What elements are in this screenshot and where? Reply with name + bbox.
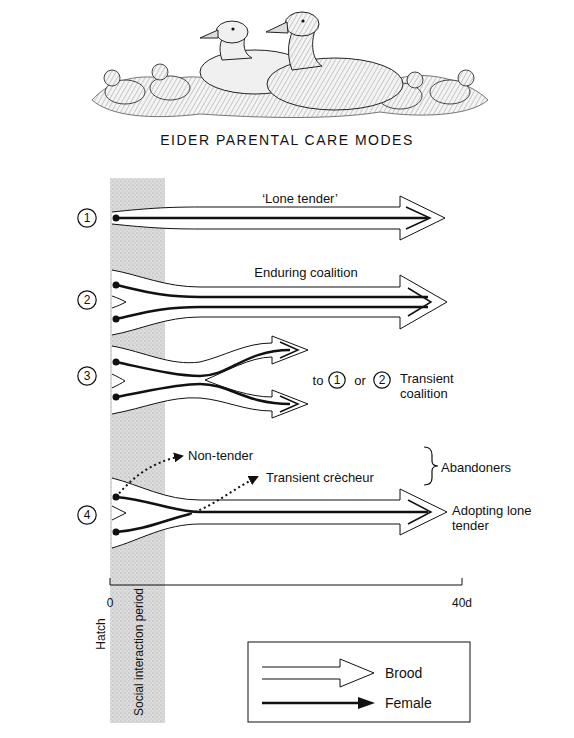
- mode-label: Adopting lone tender: [452, 503, 532, 533]
- legend-text: Brood: [385, 666, 422, 681]
- circle-outline: [329, 372, 345, 388]
- brood-merge: [112, 374, 125, 388]
- legend-frame: [248, 642, 470, 722]
- legend-sample: [262, 659, 374, 687]
- band-label: Social interaction period: [132, 587, 146, 717]
- legend-sample: [358, 697, 375, 709]
- female-line: [116, 307, 428, 319]
- circle-outline: [78, 506, 96, 524]
- female-line: [116, 514, 190, 532]
- brood-arrow: [112, 336, 308, 418]
- callout-circle: 2: [373, 371, 391, 389]
- callout-circle: 1: [77, 208, 97, 228]
- duck-eye: [301, 19, 304, 22]
- abandon-path: [190, 477, 257, 514]
- callout-number: 1: [77, 208, 97, 228]
- female-line: [116, 497, 428, 512]
- mode-label: Enduring coalition: [254, 265, 357, 280]
- female-dot: [113, 394, 120, 401]
- brood-merge: [112, 506, 126, 520]
- duck-head: [216, 21, 248, 43]
- callout-circle: 3: [77, 366, 97, 386]
- female-dot: [113, 359, 120, 366]
- callout-circle: 1: [328, 371, 346, 389]
- group-brace: [424, 447, 438, 485]
- female-line: [116, 350, 290, 376]
- callout-number: 4: [77, 505, 97, 525]
- duckling: [407, 72, 423, 88]
- axis-tick-label: 0: [107, 596, 114, 610]
- callout-circle: 4: [77, 505, 97, 525]
- duckling: [152, 64, 168, 80]
- time-axis: [110, 578, 462, 585]
- duckling: [150, 76, 190, 100]
- connector-word: or: [354, 373, 366, 388]
- legend-text: Female: [385, 696, 432, 711]
- mode-label: Non-tender: [188, 448, 253, 463]
- female-dot: [113, 529, 120, 536]
- legend-sample: [262, 659, 374, 687]
- duck-body: [267, 58, 403, 110]
- callout-number: 1: [328, 371, 346, 389]
- female-dot: [113, 494, 120, 501]
- brood-arrow: [112, 478, 447, 548]
- female-head: [280, 342, 298, 358]
- axis-tick-label: 40d: [452, 596, 472, 610]
- female-dot: [113, 282, 120, 289]
- duck-head: [285, 12, 319, 36]
- female-head: [408, 288, 431, 316]
- duck-eye: [231, 27, 234, 30]
- female-dot: [113, 215, 120, 222]
- callout-circle: 2: [77, 290, 97, 310]
- brood-merge: [112, 296, 126, 308]
- female-dot: [113, 316, 120, 323]
- female-line: [116, 285, 428, 297]
- callout-number: 2: [77, 290, 97, 310]
- group-label: Abandoners: [441, 460, 511, 475]
- circle-outline: [78, 367, 96, 385]
- figure-title: EIDER PARENTAL CARE MODES: [160, 133, 414, 148]
- abandon-path: [116, 456, 182, 497]
- duckling: [458, 70, 474, 86]
- legend-sample: [262, 702, 362, 705]
- female-head: [280, 396, 298, 412]
- circle-outline: [78, 291, 96, 309]
- callout-number: 3: [77, 366, 97, 386]
- legend-sample: [262, 697, 375, 709]
- brood-arrow: [112, 270, 447, 335]
- duck-bill: [200, 30, 218, 38]
- female-line: [116, 217, 428, 220]
- duckling: [104, 70, 120, 86]
- mode-label: Transient crècheur: [266, 470, 374, 485]
- female-head: [406, 207, 430, 229]
- female-line: [116, 384, 290, 404]
- mode-label: Transient coalition: [400, 371, 480, 401]
- connector-word: to: [313, 373, 324, 388]
- axis-label: Hatch: [94, 618, 108, 649]
- duck-bill: [266, 22, 288, 33]
- callout-number: 2: [373, 371, 391, 389]
- female-head: [408, 500, 431, 524]
- circle-outline: [374, 372, 390, 388]
- mode-label: ‘Lone tender’: [262, 191, 338, 206]
- circle-outline: [78, 209, 96, 227]
- interaction-band: [110, 178, 165, 723]
